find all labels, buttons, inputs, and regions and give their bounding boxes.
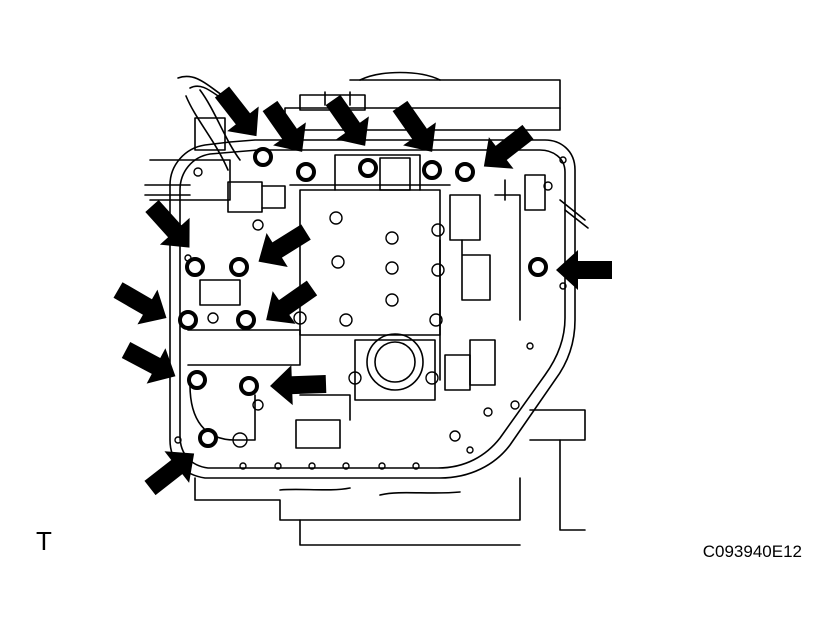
figure-code-label: C093940E12: [702, 542, 802, 561]
arrow: [214, 86, 259, 137]
bolt: [455, 162, 475, 182]
bolt: [239, 376, 259, 396]
bolt: [422, 160, 442, 180]
bolt: [296, 162, 316, 182]
arrow: [270, 365, 327, 406]
arrow: [145, 199, 190, 248]
bolt: [358, 158, 378, 178]
bolt: [185, 257, 205, 277]
arrow: [258, 224, 311, 267]
bolt: [236, 310, 256, 330]
bolt: [528, 257, 548, 277]
callout-arrows: [113, 86, 612, 496]
arrow: [113, 282, 167, 325]
bolt: [178, 310, 198, 330]
arrow: [121, 342, 176, 384]
view-letter-label: T: [36, 526, 52, 556]
bolt: [198, 428, 218, 448]
arrow: [325, 94, 369, 146]
arrow: [266, 280, 318, 324]
arrow: [556, 250, 612, 290]
bolt: [187, 370, 207, 390]
bolt-heads: [178, 147, 548, 448]
arrow: [483, 124, 534, 169]
bolt: [253, 147, 273, 167]
hex-details: [174, 156, 567, 470]
arrow: [144, 451, 195, 496]
arrow: [262, 100, 306, 152]
arrow: [392, 100, 436, 152]
bolt: [229, 257, 249, 277]
line-art: [144, 71, 589, 546]
